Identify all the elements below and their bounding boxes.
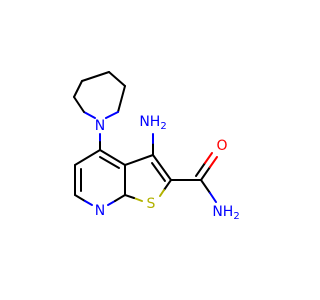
- amino-label: NH: [139, 114, 160, 130]
- atom-n-pyridine: N: [95, 203, 105, 219]
- bond-c2-s: [163, 179, 172, 191]
- pyrrolidine-ring: [73, 71, 126, 119]
- bond-c6-n-b: [84, 200, 93, 206]
- bond-n-c7a: [107, 200, 116, 206]
- pyridine-ring: [74, 149, 126, 206]
- bond-pyrr-c6-c7: [117, 85, 126, 113]
- amino-subscript: 2: [160, 121, 166, 132]
- atom-amino-group: NH2: [139, 114, 166, 132]
- bond-c3a-c4: [99, 149, 126, 166]
- bond-s-c7a-b: [124, 194, 135, 199]
- bond-s-c7a: [133, 197, 143, 202]
- atom-amide-group: NH2: [212, 204, 239, 222]
- bond-c3a-c3: [124, 154, 154, 166]
- bond-pyrr-c4-c5: [81, 71, 110, 82]
- bond-pyrr-c7-n: [105, 111, 119, 119]
- bond-camide-o: [200, 166, 211, 181]
- atom-o-carbonyl: O: [216, 138, 227, 154]
- bond-camide-o-2: [195, 162, 206, 177]
- bond-c4-c5: [74, 149, 101, 166]
- bond-n-c7a-b: [114, 194, 126, 202]
- bond-camide-o-2b: [204, 152, 213, 164]
- bond-pyrr-c2-c3: [73, 96, 85, 113]
- atom-n-pyrrolidine: N: [95, 118, 105, 134]
- bond-camide-o-b: [209, 156, 218, 168]
- bond-c3a-c4-inner: [99, 156, 120, 169]
- bond-c2-s-b: [159, 189, 165, 197]
- bond-pyrr-c5-c6: [108, 71, 126, 87]
- bond-camide-nh2-b: [209, 192, 217, 203]
- bond-pyrr-c3-c4: [73, 80, 83, 98]
- thiophene-ring: [124, 154, 172, 202]
- amide-label: NH: [212, 204, 233, 220]
- amide-subscript: 2: [233, 211, 239, 222]
- bond-camide-nh2: [200, 179, 211, 194]
- atom-s-thiophene: S: [147, 196, 156, 212]
- bond-c6-n: [74, 194, 86, 202]
- bond-c3-c2: [152, 154, 172, 181]
- bond-pyrr-n-c2: [83, 111, 96, 119]
- bond-c3-c2-inner: [151, 162, 166, 182]
- molecule-diagram: N N S O NH2 NH2: [73, 71, 240, 222]
